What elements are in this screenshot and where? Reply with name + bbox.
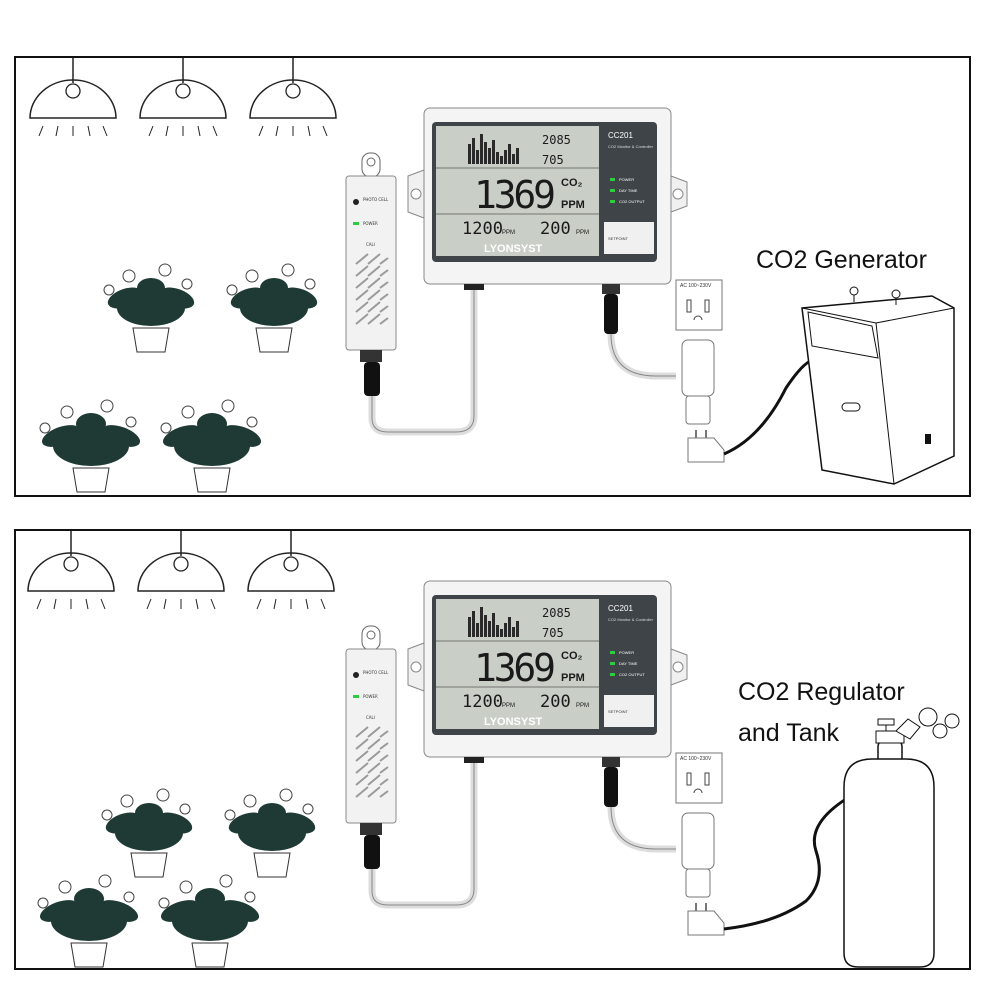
- model-subtitle: CO2 Monitor & Controller: [608, 617, 654, 622]
- lcd-max-reading: 2085: [542, 606, 571, 620]
- grow-lamp: [139, 58, 227, 137]
- lcd-max-reading: 2085: [542, 133, 571, 147]
- lcd-left-setpoint: 1200: [462, 692, 503, 712]
- co2-generator: [801, 286, 955, 485]
- sensor-photo-label: PHOTO CELL: [363, 670, 389, 675]
- potted-plant: [101, 788, 193, 878]
- lcd-right-setpoint: 200: [540, 692, 571, 712]
- lcd-right-unit: PPM: [576, 230, 589, 236]
- model-subtitle: CO2 Monitor & Controller: [608, 144, 654, 149]
- setpoint-label: SETPOINT: [608, 709, 629, 714]
- lcd-unit-label: PPM: [561, 199, 585, 211]
- co2-sensor-probe: PHOTO CELL POWER CALI: [345, 152, 478, 436]
- sensor-photo-label: PHOTO CELL: [363, 197, 389, 202]
- led-label-power: POWER: [619, 177, 634, 182]
- potted-plant: [103, 263, 195, 353]
- diagram-panel-co2-tank: PHOTO CELL POWER CALI: [14, 529, 971, 970]
- grow-lamp: [137, 531, 225, 610]
- grow-lamp: [249, 58, 337, 137]
- relay-plug: [681, 339, 725, 463]
- diagram-panel-co2-generator: PHOTO CELL POWER CALI: [14, 56, 971, 497]
- lcd-gas-label: CO₂: [561, 177, 583, 189]
- led-label-daytime: DAY TIME: [619, 188, 638, 193]
- led-label-co2-output: CO2 OUTPUT: [619, 199, 645, 204]
- co2-regulator: [875, 707, 960, 744]
- potted-plant: [226, 263, 318, 353]
- sensor-power-label: POWER: [363, 694, 378, 699]
- lcd-gas-label: CO₂: [561, 650, 583, 662]
- lcd-unit-label: PPM: [561, 672, 585, 684]
- sensor-power-label: POWER: [363, 221, 378, 226]
- lcd-left-setpoint: 1200: [462, 219, 503, 239]
- power-outlet: AC 100~230V: [675, 279, 723, 331]
- relay-plug: [681, 812, 725, 936]
- grow-lamp: [29, 58, 117, 137]
- potted-plant: [224, 788, 316, 878]
- model-label: CC201: [608, 131, 633, 140]
- co2-controller: 2085 705 1369 CO₂ PPM 1200 PPM 200 PPM L…: [407, 107, 688, 380]
- equipment-label-co2-regulator: CO2 Regulator and Tank: [738, 676, 905, 749]
- outlet-voltage-label: AC 100~230V: [680, 756, 712, 762]
- potted-plant: [160, 399, 262, 493]
- lcd-main-reading: 1369: [474, 173, 556, 217]
- led-label-power: POWER: [619, 650, 634, 655]
- brand-logo: LYONSYST: [484, 243, 543, 255]
- potted-plant: [39, 399, 141, 493]
- outlet-voltage-label: AC 100~230V: [680, 283, 712, 289]
- co2-sensor-probe: PHOTO CELL POWER CALI: [345, 625, 478, 909]
- lcd-main-reading: 1369: [474, 646, 556, 690]
- equipment-label-line1: CO2 Regulator: [738, 678, 905, 706]
- equipment-label-co2-generator: CO2 Generator: [756, 246, 927, 274]
- potted-plant: [158, 874, 260, 968]
- equipment-label-line2: and Tank: [738, 718, 840, 747]
- lcd-right-setpoint: 200: [540, 219, 571, 239]
- lcd-min-reading: 705: [542, 153, 564, 167]
- power-cable: [723, 358, 817, 456]
- sensor-cali-label: CALI: [366, 715, 375, 720]
- setpoint-label: SETPOINT: [608, 236, 629, 241]
- brand-logo: LYONSYST: [484, 716, 543, 728]
- lcd-left-unit: PPM: [502, 230, 515, 236]
- power-outlet: AC 100~230V: [675, 752, 723, 804]
- co2-controller: 2085 705 1369 CO₂ PPM 1200 PPM 200 PPM L…: [407, 580, 688, 853]
- potted-plant: [37, 874, 139, 968]
- lcd-min-reading: 705: [542, 626, 564, 640]
- panel2-illustration: PHOTO CELL POWER CALI: [27, 531, 960, 968]
- lcd-left-unit: PPM: [502, 703, 515, 709]
- grow-lamp: [247, 531, 335, 610]
- panel1-illustration: PHOTO CELL POWER CALI: [29, 58, 955, 493]
- led-label-daytime: DAY TIME: [619, 661, 638, 666]
- sensor-cali-label: CALI: [366, 242, 375, 247]
- grow-lamp: [27, 531, 115, 610]
- led-label-co2-output: CO2 OUTPUT: [619, 672, 645, 677]
- model-label: CC201: [608, 604, 633, 613]
- lcd-right-unit: PPM: [576, 703, 589, 709]
- co2-tank: [843, 740, 935, 968]
